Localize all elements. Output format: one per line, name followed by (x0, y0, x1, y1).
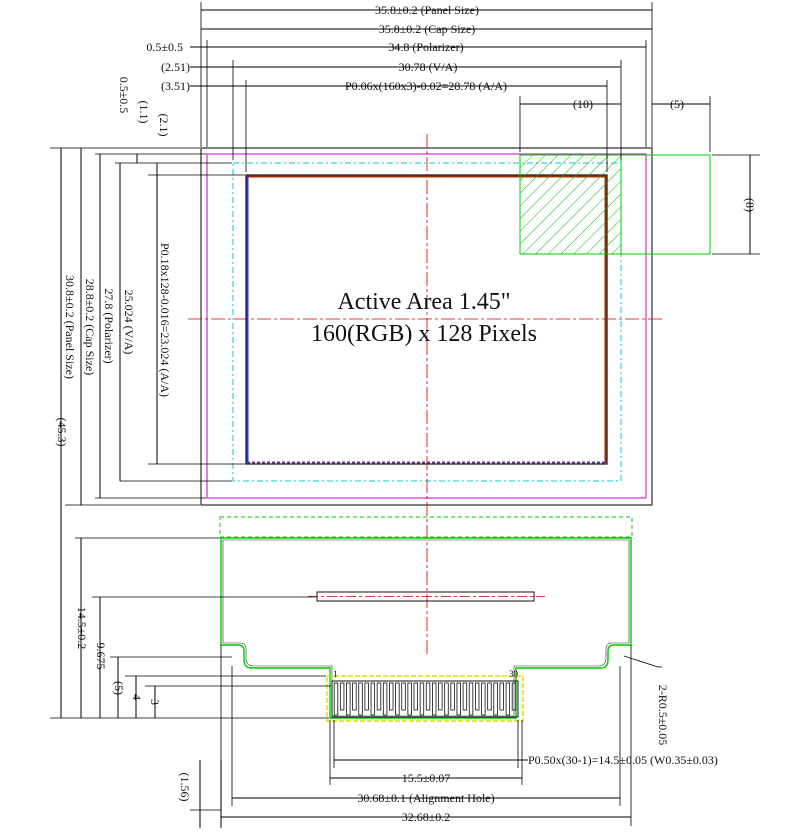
polarizer-height: 27.8 (Polarizer) (102, 288, 116, 363)
pad-area-height: (5) (112, 681, 126, 695)
top-dimensions: 35.8±0.2 (Panel Size) 35.8±0.2 (Cap Size… (146, 2, 711, 172)
aa-height: P0.18x128-0.016=23.024 (A/A) (158, 243, 172, 397)
pin (425, 682, 431, 711)
aa-width: P0.06x(160x3)-0.02=28.78 (A/A) (345, 79, 507, 93)
bottom-offset: (1.56) (178, 773, 192, 802)
pin (474, 682, 480, 711)
va-offset-top: (2.51) (161, 60, 190, 74)
fpc-width-dimension: 32.68±0.2 (402, 810, 451, 824)
pin-first-label: 1 (333, 669, 338, 679)
pin (444, 682, 449, 716)
stiffener-outline (326, 675, 524, 722)
pin (346, 682, 351, 716)
pad-small-height: 3 (148, 699, 162, 705)
fpc-bond-dashed (219, 516, 633, 538)
pin (499, 682, 504, 711)
active-area-outline (245, 174, 608, 465)
pin (456, 682, 461, 716)
pin (376, 682, 382, 711)
pin (333, 682, 339, 716)
left-dimensions: 0.5±0.5 (1.1) (2.1) P0.18x128-0.016=23.0… (50, 77, 331, 828)
detail-width: (10) (573, 97, 593, 111)
pitch-dimension: P0.50x(30-1)=14.5±0.05 (W0.35±0.03) (528, 753, 718, 767)
pin (432, 682, 437, 716)
pad-width-dimension: 15.5±0.07 (402, 771, 451, 785)
pad-height: 4 (130, 694, 144, 700)
active-area-title: Active Area 1.45" (337, 289, 510, 315)
cap-size-height: 28.8±0.2 (Cap Size) (83, 279, 97, 376)
detail-height: (8) (743, 198, 757, 212)
pin-group (333, 682, 517, 716)
pin (487, 682, 492, 711)
pin (401, 682, 406, 711)
va-offset-left: (1.1) (137, 101, 151, 124)
slit-distance: 9.675 (94, 643, 108, 670)
pin (419, 682, 425, 716)
pin (493, 682, 498, 716)
pin (389, 682, 394, 711)
overall-height: (45.3) (55, 418, 69, 447)
panel-outline (200, 147, 653, 506)
right-dimensions: (8) 2-R0.5±0.05 (623, 154, 760, 746)
pin (352, 682, 357, 711)
aa-offset-left: (2.1) (157, 114, 171, 137)
bottom-dimensions: P0.50x(30-1)=14.5±0.05 (W0.35±0.03) 15.5… (220, 645, 718, 826)
pixel-resolution-title: 160(RGB) x 128 Pixels (311, 321, 537, 347)
aa-offset-top: (3.51) (161, 79, 190, 93)
corner-radius: 2-R0.5±0.05 (656, 685, 670, 746)
va-height: 25.024 (V/A) (122, 290, 136, 355)
pin (395, 682, 400, 716)
pad-area (331, 680, 519, 718)
pin (505, 682, 511, 716)
pin (468, 682, 474, 716)
pin (364, 682, 369, 711)
fpc-inner-outline (222, 539, 630, 717)
panel-size-height: 30.8±0.2 (Panel Size) (63, 275, 77, 379)
pin (358, 682, 363, 716)
pin (438, 682, 443, 711)
pin (382, 682, 388, 716)
pin-last-label: 30 (509, 669, 519, 679)
polarizer-width: 34.8 (Polarizer) (388, 40, 463, 54)
polarizer-offset-left: 0.5±0.5 (117, 77, 131, 114)
polarizer-offset-top: 0.5±0.5 (146, 40, 183, 54)
va-width: 30.78 (V/A) (399, 60, 458, 74)
pin (511, 682, 517, 711)
pin (413, 682, 418, 711)
pin (339, 682, 345, 711)
fpc-outline (220, 537, 632, 719)
hatched-region (519, 154, 622, 255)
pin (407, 682, 412, 716)
panel-size-width: 35.8±0.2 (Panel Size) (375, 3, 479, 17)
detail-margin: (5) (670, 97, 684, 111)
alignment-hole-dimension: 30.68±0.1 (Alignment Hole) (357, 791, 494, 805)
polarizer-outline (206, 153, 647, 499)
tail-height: 14.5±0.2 (75, 607, 89, 650)
cap-size-width: 35.8±0.2 (Cap Size) (379, 22, 476, 36)
pin (481, 682, 486, 716)
pin (462, 682, 468, 711)
pin (370, 682, 376, 716)
pin (450, 682, 455, 711)
